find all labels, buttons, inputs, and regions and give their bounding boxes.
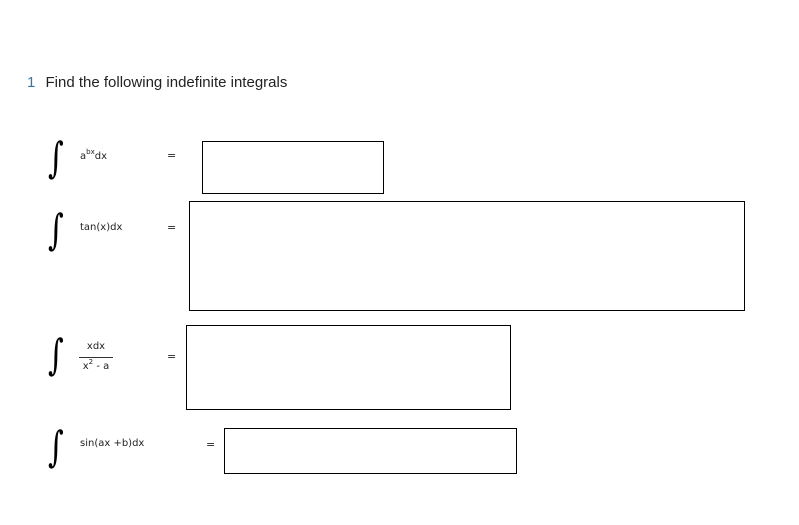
integral-sign-2: ∫ <box>48 205 64 254</box>
equals-sign-1: = <box>167 149 177 162</box>
answer-input-4[interactable] <box>224 428 517 474</box>
answer-input-3[interactable] <box>186 325 511 410</box>
integral-sign-1: ∫ <box>48 133 64 182</box>
integrand-3-denominator-base: x <box>82 361 89 372</box>
integrand-1: abxdx <box>80 148 107 163</box>
integral-sign-4: ∫ <box>48 422 64 471</box>
integrand-3-fraction: xdx x2 - a <box>79 341 113 373</box>
integrand-2: tan(x)dx <box>80 222 123 233</box>
integrand-1-base: a <box>80 151 87 162</box>
question-header: 1 Find the following indefinite integral… <box>27 74 287 92</box>
answer-input-1[interactable] <box>202 141 384 194</box>
fraction-bar <box>79 357 113 358</box>
integrand-3-denominator: x2 - a <box>79 358 113 373</box>
equals-sign-3: = <box>167 350 177 363</box>
equals-sign-4: = <box>206 438 216 451</box>
integrand-3-denominator-exponent: 2 <box>88 358 94 366</box>
integral-sign-3: ∫ <box>48 330 64 379</box>
integrand-1-differential: dx <box>94 151 107 162</box>
integrand-1-exponent: bx <box>86 148 95 156</box>
question-text: Find the following indefinite integrals <box>45 74 288 91</box>
integrand-4: sin(ax +b)dx <box>80 438 145 449</box>
equals-sign-2: = <box>167 221 177 234</box>
integrand-3-denominator-rest: - a <box>93 361 110 372</box>
answer-input-2[interactable] <box>189 201 745 311</box>
integrand-3-numerator: xdx <box>86 341 106 352</box>
question-number: 1 <box>27 74 36 91</box>
